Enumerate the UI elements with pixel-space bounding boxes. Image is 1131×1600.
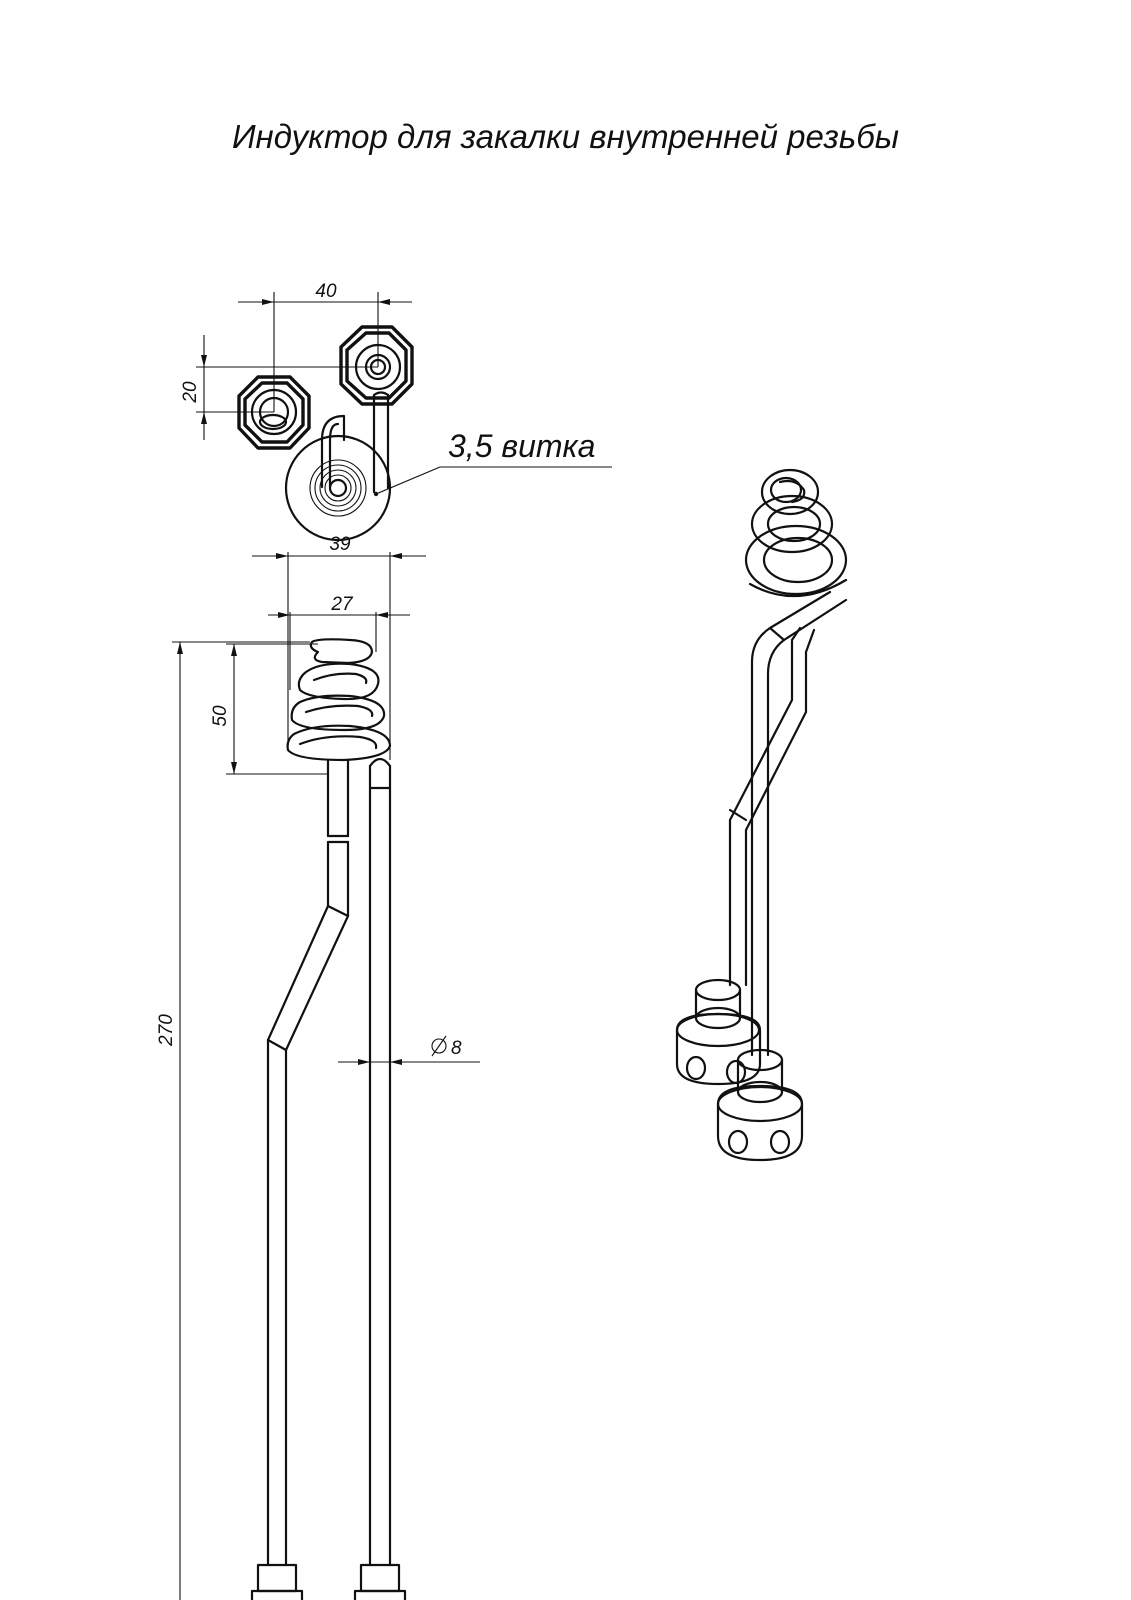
dim-top-spacing: 40	[315, 281, 337, 302]
dim-coil-outer: 39	[329, 534, 351, 555]
dim-tube-diameter: 8	[451, 1038, 462, 1059]
dim-coil-height: 50	[210, 705, 231, 727]
dim-top-offset: 20	[180, 381, 201, 404]
dim-total-length: 270	[156, 1014, 177, 1047]
isometric-view	[675, 468, 848, 1162]
top-view: 40 20 3,5 витка	[180, 281, 612, 542]
dim-coil-inner: 27	[330, 594, 354, 615]
turns-callout: 3,5 витка	[448, 428, 595, 464]
front-view: 39 27 50 270 8	[156, 534, 480, 1600]
drawing-title: Индуктор для закалки внутренней резьбы	[231, 118, 900, 155]
